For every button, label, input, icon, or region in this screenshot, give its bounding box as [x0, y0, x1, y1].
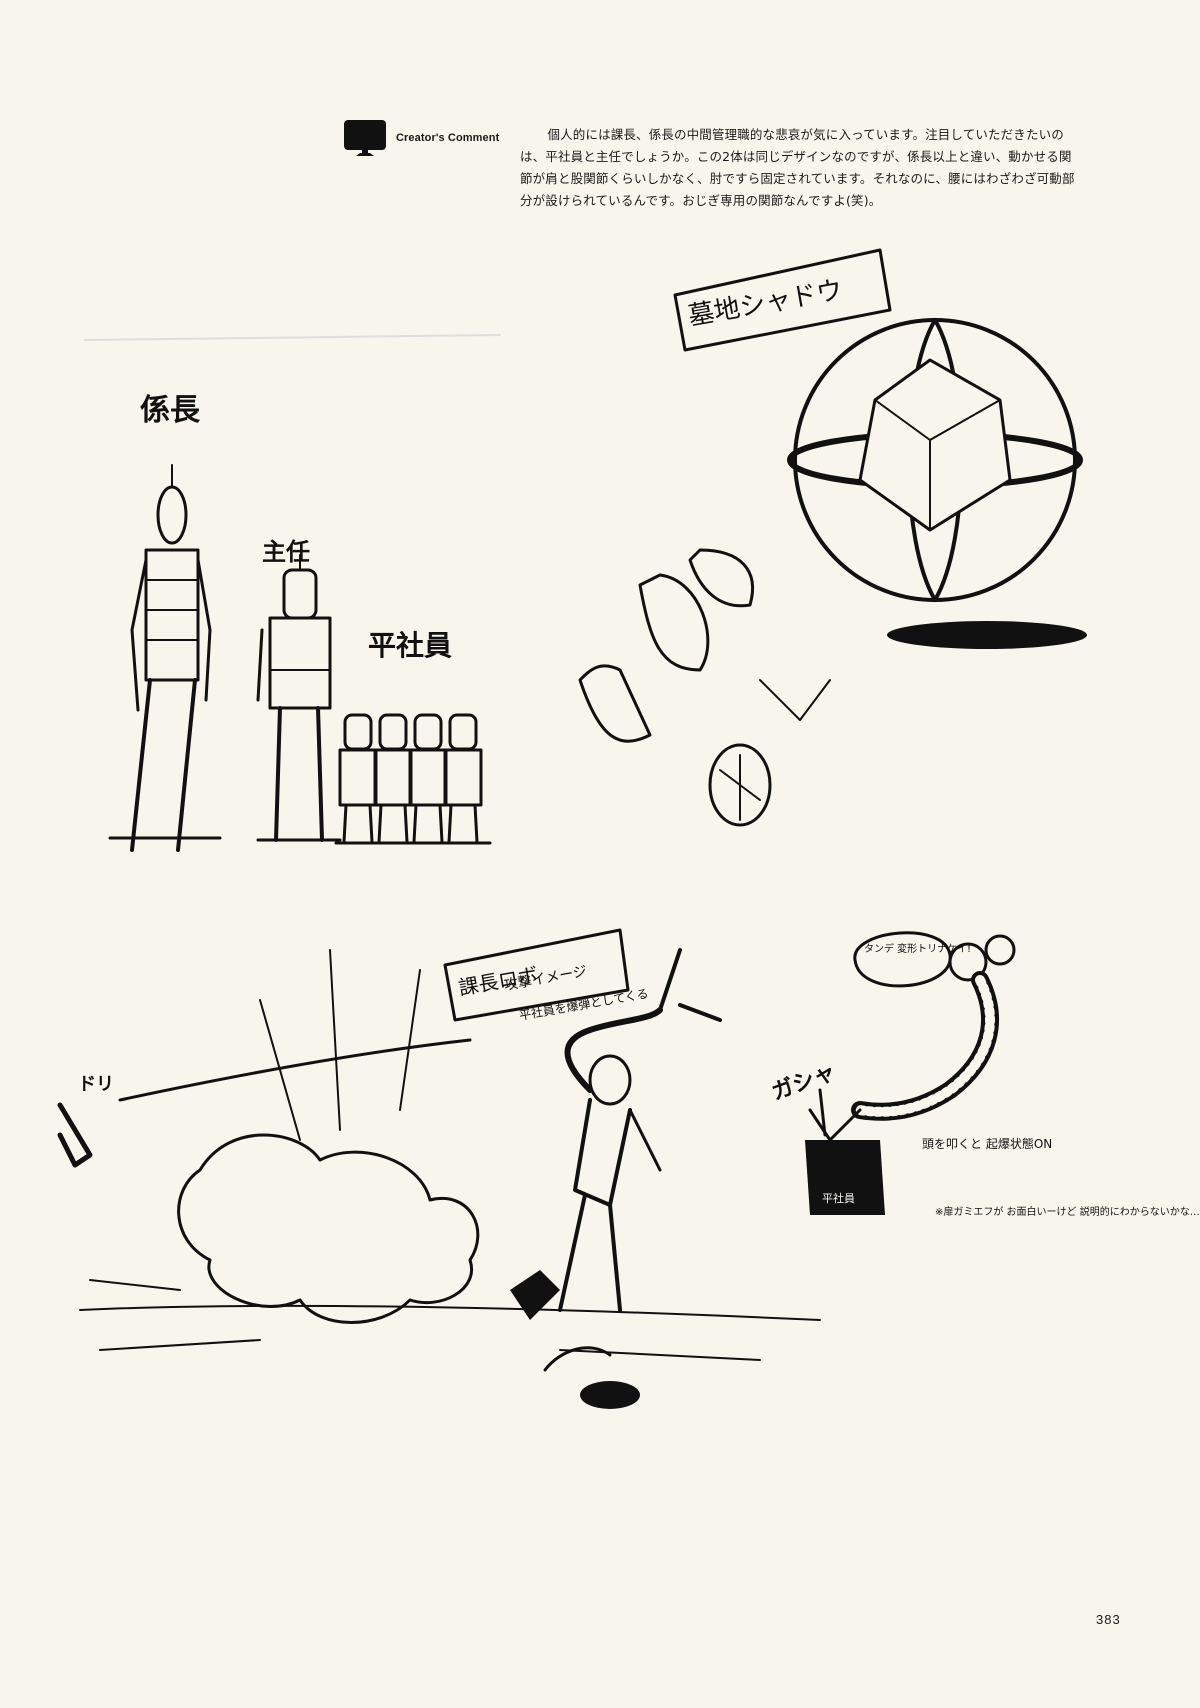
kakaricho-robot-sketch: [108, 464, 222, 852]
shadow-blob: [887, 621, 1087, 649]
grab-arm-sketch: [805, 934, 1016, 1215]
shunin-label: 主任: [262, 538, 310, 566]
sketch-label-group: 係長 主任 平社員 墓地シャドウ 課長ロボ 攻撃イメージ 平社員を爆弾としてくる…: [78, 275, 1200, 1218]
explosion-scene-sketch: [57, 949, 821, 1409]
side-note-label: ※扉ガミエフが お面白いーけど 説明的にわからないかな…: [935, 1205, 1200, 1218]
hirashain-robots-sketch: [334, 713, 492, 845]
kakaricho-label: 係長: [140, 393, 201, 428]
hirashain-label: 平社員: [368, 629, 452, 662]
speech-bubble-text: タンデ 変形トリナケイ!: [864, 942, 971, 955]
page-number: 383: [1096, 1612, 1121, 1627]
head-note-label: 頭を叩くと 起爆状態ON: [922, 1136, 1052, 1151]
sfx-label: ガシャ: [769, 1060, 840, 1106]
monitor-icon: [344, 120, 386, 156]
creators-comment-label: Creator's Comment: [396, 132, 500, 144]
parts-sketch: [578, 548, 831, 827]
shadow-label-box: [673, 248, 892, 352]
kacho-robot-sketch: [558, 948, 722, 1312]
creator-comment-text: 個人的には課長、係長の中間管理職的な悲哀が気に入っています。注目していただきたい…: [520, 127, 1075, 208]
doro-label: ドリ: [78, 1074, 114, 1095]
sphere-machine-sketch: [787, 318, 1083, 602]
attack-label-box: [443, 928, 630, 1022]
hirashain-tag-label: 平社員: [822, 1191, 855, 1205]
speech-bubble: [853, 931, 952, 988]
sketch-illustrations: 係長 主任 平社員 墓地シャドウ 課長ロボ 攻撃イメージ 平社員を爆弾としてくる…: [57, 248, 1200, 1409]
shunin-robot-sketch: [256, 554, 342, 842]
creators-comment-header: Creator's Comment: [342, 118, 514, 160]
